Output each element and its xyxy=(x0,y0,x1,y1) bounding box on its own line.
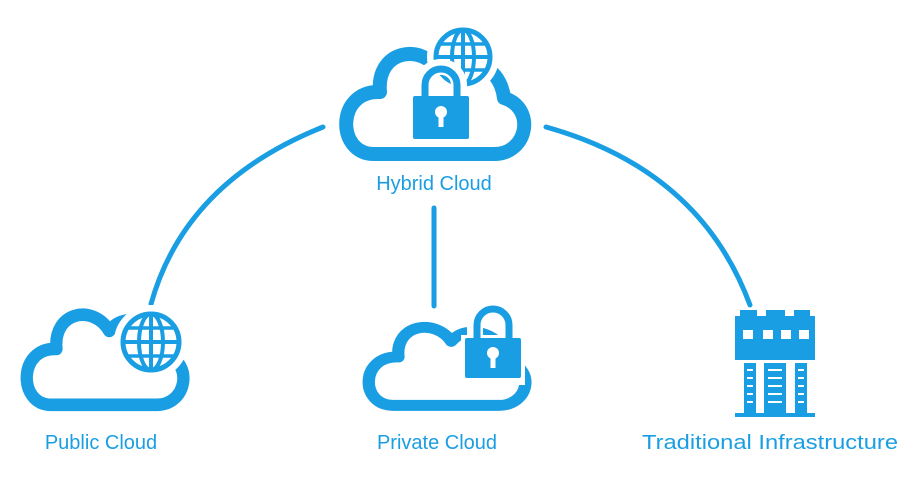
building-icon xyxy=(735,310,815,417)
private-cloud-label: Private Cloud xyxy=(377,432,497,454)
edge-hybrid-to-traditional xyxy=(543,124,753,308)
lock-icon xyxy=(461,299,525,385)
traditional-infrastructure-node[interactable]: Traditional Infrastructure xyxy=(642,310,898,454)
private-cloud-node[interactable]: Private Cloud xyxy=(369,299,526,454)
public-cloud-node[interactable]: Public Cloud xyxy=(27,305,188,454)
traditional-infrastructure-label: Traditional Infrastructure xyxy=(642,432,898,454)
edges xyxy=(148,124,753,309)
public-cloud-label: Public Cloud xyxy=(45,432,157,454)
globe-icon xyxy=(114,305,188,379)
hybrid-cloud-label: Hybrid Cloud xyxy=(376,173,492,195)
edge-hybrid-to-public xyxy=(148,124,326,307)
hybrid-cloud-node[interactable]: Hybrid Cloud xyxy=(346,21,524,195)
lock-icon xyxy=(409,59,473,143)
